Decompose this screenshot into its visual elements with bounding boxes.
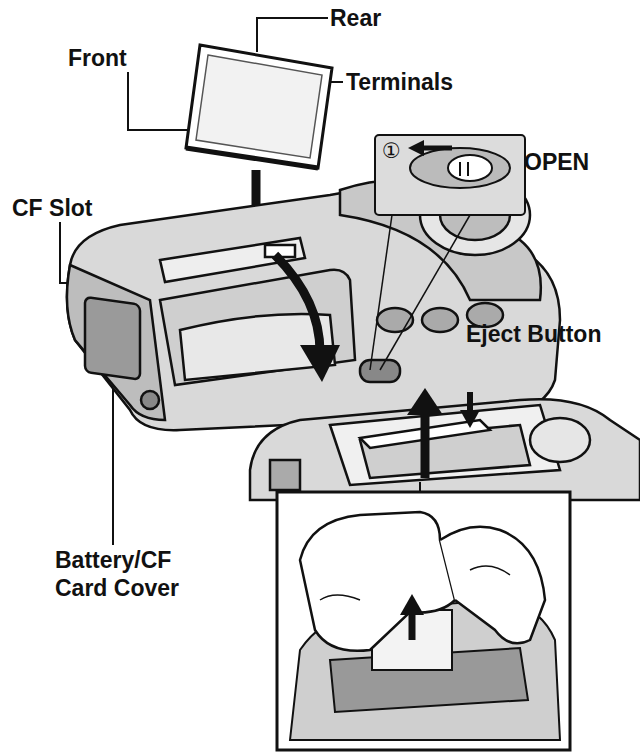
cf-card: [186, 45, 332, 168]
part-label: Battery/CF Card Cover: [55, 546, 205, 602]
part-label: Front: [68, 44, 158, 72]
open-arrow: [300, 345, 340, 382]
press-arrow: [460, 410, 480, 428]
leader-line: [257, 18, 328, 52]
press-arrow: [467, 392, 473, 412]
open-arrow: [275, 255, 320, 352]
callout-number: ①: [382, 139, 412, 163]
part-label: Rear: [330, 4, 420, 32]
remove-arrow: [421, 412, 430, 478]
part-label: Eject Button: [466, 320, 636, 348]
part-label: CF Slot: [12, 194, 132, 222]
leader-line: [128, 72, 192, 130]
hand-inset: [277, 482, 570, 750]
remove-arrow: [407, 388, 443, 415]
part-label: Terminals: [346, 68, 486, 96]
part-label: OPEN: [524, 148, 624, 176]
camcorder-eject-view: [250, 399, 640, 500]
